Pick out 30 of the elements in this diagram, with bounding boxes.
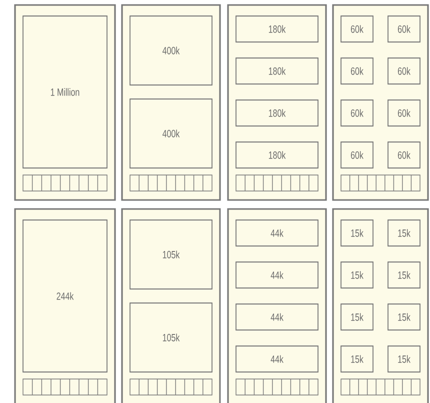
value-box: 60k xyxy=(388,16,420,42)
value-box: 60k xyxy=(340,16,374,42)
value-box: 180k xyxy=(236,58,318,84)
value-box: 180k xyxy=(236,16,318,42)
value-box: 60k xyxy=(388,100,420,126)
value-box: 60k xyxy=(340,100,374,126)
value-box: 44k xyxy=(236,220,318,246)
value-box: 60k xyxy=(388,58,420,84)
value-box: 44k xyxy=(236,304,318,330)
value-box: 244k xyxy=(22,220,108,372)
value-box: 60k xyxy=(340,142,374,168)
value-box: 15k xyxy=(340,220,374,246)
value-box: 105k xyxy=(130,302,212,372)
value-box: 60k xyxy=(340,58,374,84)
value-box: 400k xyxy=(130,16,212,86)
value-box: 60k xyxy=(388,142,420,168)
value-box: 15k xyxy=(388,220,420,246)
value-box: 15k xyxy=(340,346,374,372)
value-box: 180k xyxy=(236,100,318,126)
value-box: 180k xyxy=(236,142,318,168)
value-box: 15k xyxy=(388,262,420,288)
value-box: 1 Million xyxy=(22,16,108,168)
value-box: 15k xyxy=(340,262,374,288)
value-box: 44k xyxy=(236,262,318,288)
value-box: 15k xyxy=(340,304,374,330)
value-box: 44k xyxy=(236,346,318,372)
value-box: 105k xyxy=(130,220,212,290)
value-box: 15k xyxy=(388,346,420,372)
value-box: 400k xyxy=(130,98,212,168)
value-box: 15k xyxy=(388,304,420,330)
